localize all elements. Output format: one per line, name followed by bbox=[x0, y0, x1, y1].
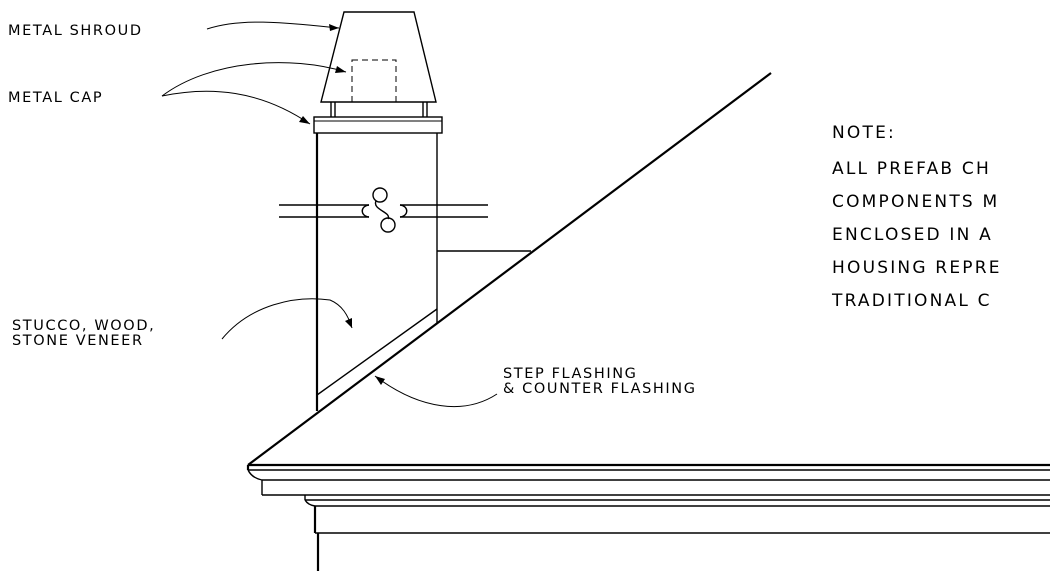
label-metal-cap: METAL CAP bbox=[8, 90, 103, 106]
label-metal-shroud: METAL SHROUD bbox=[8, 23, 143, 39]
note-line-2: COMPONENTS M bbox=[832, 192, 999, 212]
metal-cap bbox=[313, 116, 443, 134]
label-veneer-line1: STUCCO, WOOD, bbox=[12, 318, 155, 334]
note-line-4: HOUSING REPRE bbox=[832, 258, 1002, 278]
note-line-5: TRADITIONAL C bbox=[831, 291, 992, 311]
chimney-body bbox=[279, 133, 531, 411]
label-flashing-line1: STEP FLASHING bbox=[503, 366, 638, 382]
label-veneer-line2: STONE VENEER bbox=[12, 333, 144, 349]
note-heading: NOTE: bbox=[832, 123, 896, 143]
note-line-1: ALL PREFAB CH bbox=[832, 159, 991, 179]
note-line-3: ENCLOSED IN A bbox=[832, 225, 993, 245]
label-flashing-line2: & COUNTER FLASHING bbox=[503, 381, 697, 397]
roof bbox=[246, 72, 1050, 571]
note-block: NOTE: ALL PREFAB CH COMPONENTS M ENCLOSE… bbox=[831, 123, 1002, 311]
metal-shroud bbox=[320, 11, 437, 117]
leader-arrows bbox=[161, 21, 498, 407]
